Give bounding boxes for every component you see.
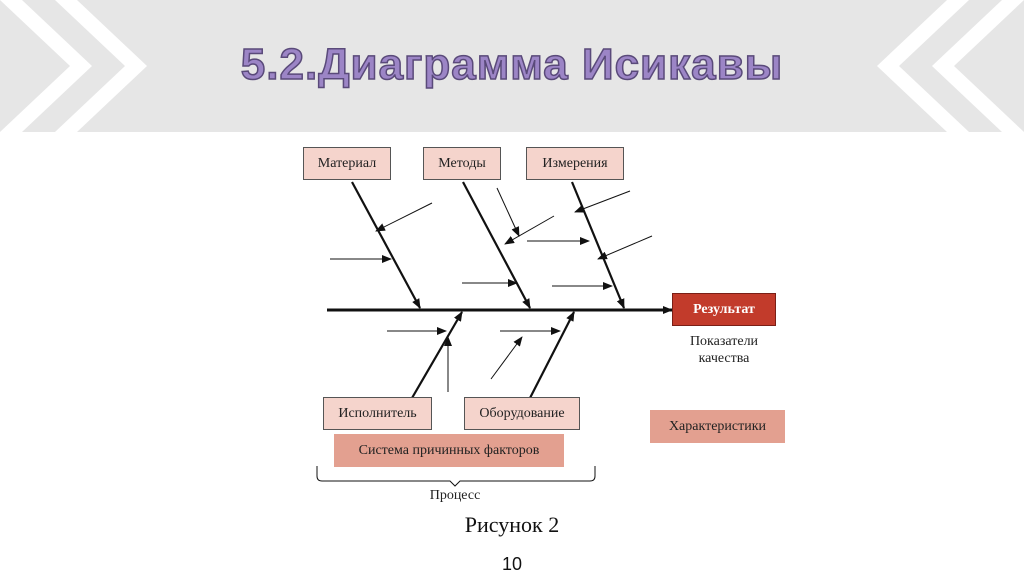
page-number: 10 xyxy=(501,554,523,574)
sub-arrow xyxy=(375,202,433,232)
sub-arrow xyxy=(597,235,653,260)
sub-arrow xyxy=(504,215,555,245)
bone-equipment xyxy=(529,311,575,399)
result-note-line-2: качества xyxy=(698,351,750,366)
factors-system-label: Система причинных факторов xyxy=(334,434,564,467)
process-bracket xyxy=(316,466,596,487)
figure-caption: Рисунок 2 xyxy=(464,512,560,537)
chevron-decoration xyxy=(0,0,1024,132)
bone-executor xyxy=(411,311,463,399)
cause-box-executor: Исполнитель xyxy=(323,397,432,430)
result-note-line-1: Показатели xyxy=(689,334,759,349)
cause-box-measurements: Измерения xyxy=(526,147,624,180)
slide-title: 5.2.Диаграмма Исикавы xyxy=(240,39,784,90)
cause-box-methods: Методы xyxy=(423,147,501,180)
sub-arrow xyxy=(496,187,520,237)
result-note: Показатели качества xyxy=(672,333,776,367)
process-label: Процесс xyxy=(429,488,481,503)
header-band xyxy=(0,0,1024,132)
cause-box-equipment: Оборудование xyxy=(464,397,580,430)
bone-methods xyxy=(462,181,531,309)
sub-arrow xyxy=(574,190,631,213)
characteristics-label: Характеристики xyxy=(650,410,785,443)
result-box: Результат xyxy=(672,293,776,326)
bone-material xyxy=(351,181,421,309)
cause-box-material: Материал xyxy=(303,147,391,180)
sub-arrow xyxy=(490,336,523,380)
bone-measurements xyxy=(570,181,626,309)
